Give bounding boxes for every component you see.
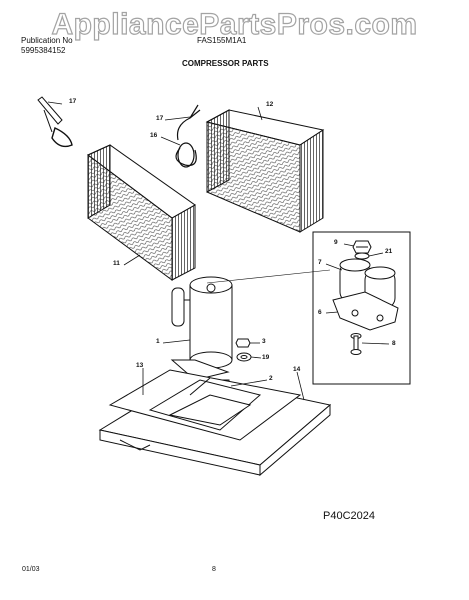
nut-3 (235, 338, 251, 348)
callout-11: 11 (113, 260, 120, 267)
callout-2: 2 (269, 375, 273, 382)
footer-date: 01/03 (22, 566, 40, 573)
callout-19: 19 (262, 354, 270, 361)
leader-lines (47, 101, 390, 401)
model-number: FAS155M1A1 (197, 36, 247, 45)
callout-17b: 17 (156, 115, 164, 122)
base-pan-13 (98, 369, 332, 477)
callout-6: 6 (318, 309, 322, 316)
inset-panel (312, 231, 411, 385)
callout-7: 7 (318, 259, 322, 266)
callout-9: 9 (334, 239, 338, 246)
nut-9 (352, 240, 372, 254)
callout-12: 12 (266, 101, 274, 108)
callout-1: 1 (156, 338, 160, 345)
condenser-coil-12 (205, 109, 325, 233)
compressor-1 (170, 276, 233, 381)
screw-8 (350, 333, 362, 355)
section-title: COMPRESSOR PARTS (182, 59, 269, 68)
callout-8: 8 (392, 340, 396, 347)
callout-16: 16 (150, 132, 158, 139)
drawing-id: P40C2024 (323, 510, 375, 522)
callout-14: 14 (293, 366, 301, 373)
washer-21 (354, 252, 370, 260)
callout-13: 13 (136, 362, 144, 369)
evaporator-coil-11 (87, 144, 196, 281)
callout-21: 21 (385, 248, 393, 255)
coiled-tube-16 (175, 104, 201, 168)
capillary-tube-17 (37, 96, 73, 148)
publication-number: 5995384152 (21, 46, 66, 55)
page-number: 8 (212, 566, 216, 573)
watermark: AppliancePartsPros.com (51, 7, 418, 41)
callout-17a: 17 (69, 98, 77, 105)
callout-3: 3 (262, 338, 266, 345)
bracket-6 (332, 291, 399, 331)
grommet-19 (236, 352, 252, 362)
publication-label: Publication No (21, 36, 73, 45)
